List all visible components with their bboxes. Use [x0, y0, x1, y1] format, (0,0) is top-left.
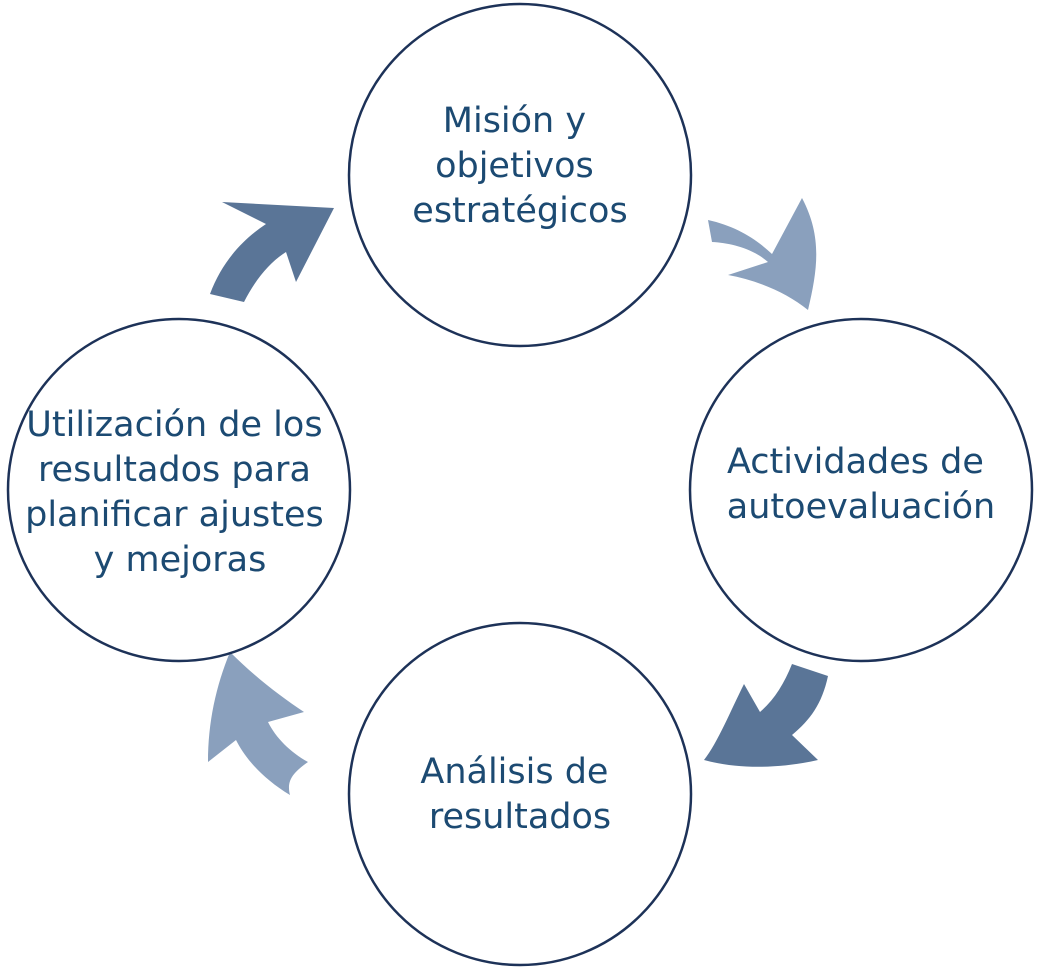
label-line: resultados: [429, 797, 611, 837]
label-line: autoevaluación: [727, 487, 995, 527]
node-utilizacion: Utilización de los resultados para plani…: [6, 317, 352, 663]
node-label-analisis: Análisis de resultados: [420, 752, 619, 837]
label-line: estratégicos: [412, 191, 627, 231]
node-circle-analisis: [347, 621, 693, 967]
node-analisis: Análisis de resultados: [347, 621, 693, 967]
node-label-actividades: Actividades de autoevaluación: [727, 442, 995, 527]
label-line: Misión y: [443, 101, 586, 141]
label-line: resultados para: [38, 450, 311, 490]
label-line: y mejoras: [94, 540, 267, 580]
arrow-utilizacion-to-mision: [210, 202, 334, 302]
arrow-actividades-to-analisis: [704, 664, 828, 767]
label-line: Análisis de: [420, 752, 608, 792]
node-circle-actividades: [688, 317, 1034, 663]
label-line: Utilización de los: [26, 405, 322, 445]
label-line: planificar ajustes: [25, 495, 324, 535]
node-circle-mision: [347, 2, 693, 348]
node-label-utilizacion: Utilización de los resultados para plani…: [25, 405, 335, 580]
node-circle-utilizacion: [6, 317, 352, 663]
label-line: Actividades de: [727, 442, 984, 482]
arrow-analisis-to-utilizacion: [208, 652, 308, 795]
node-label-mision: Misión y objetivos estratégicos: [412, 101, 627, 231]
node-actividades: Actividades de autoevaluación: [688, 317, 1034, 663]
label-line: objetivos: [435, 146, 594, 186]
arrow-mision-to-actividades: [708, 198, 817, 310]
node-mision: Misión y objetivos estratégicos: [347, 2, 693, 348]
